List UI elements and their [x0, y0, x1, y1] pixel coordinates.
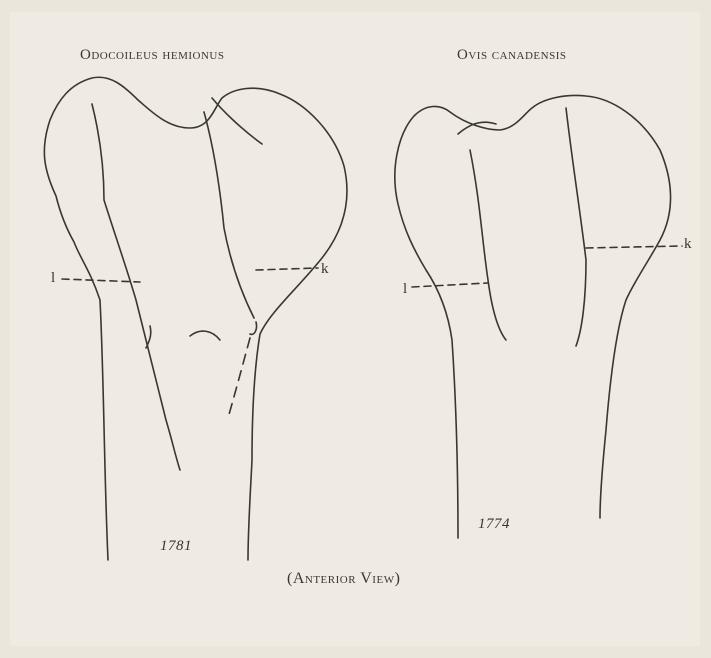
right-line-l-label: l	[403, 281, 408, 298]
figure-caption: (Anterior View)	[287, 570, 400, 588]
paper-panel	[10, 12, 700, 646]
left-specimen-number: 1781	[160, 538, 192, 555]
right-line-k-label: k	[684, 236, 692, 253]
left-line-k-label: k	[321, 261, 329, 278]
right-specimen-number: 1774	[478, 516, 510, 533]
left-specimen-title: Odocoileus hemionus	[80, 47, 224, 64]
right-specimen-title: Ovis canadensis	[457, 47, 566, 64]
left-line-l-label: l	[51, 270, 56, 287]
